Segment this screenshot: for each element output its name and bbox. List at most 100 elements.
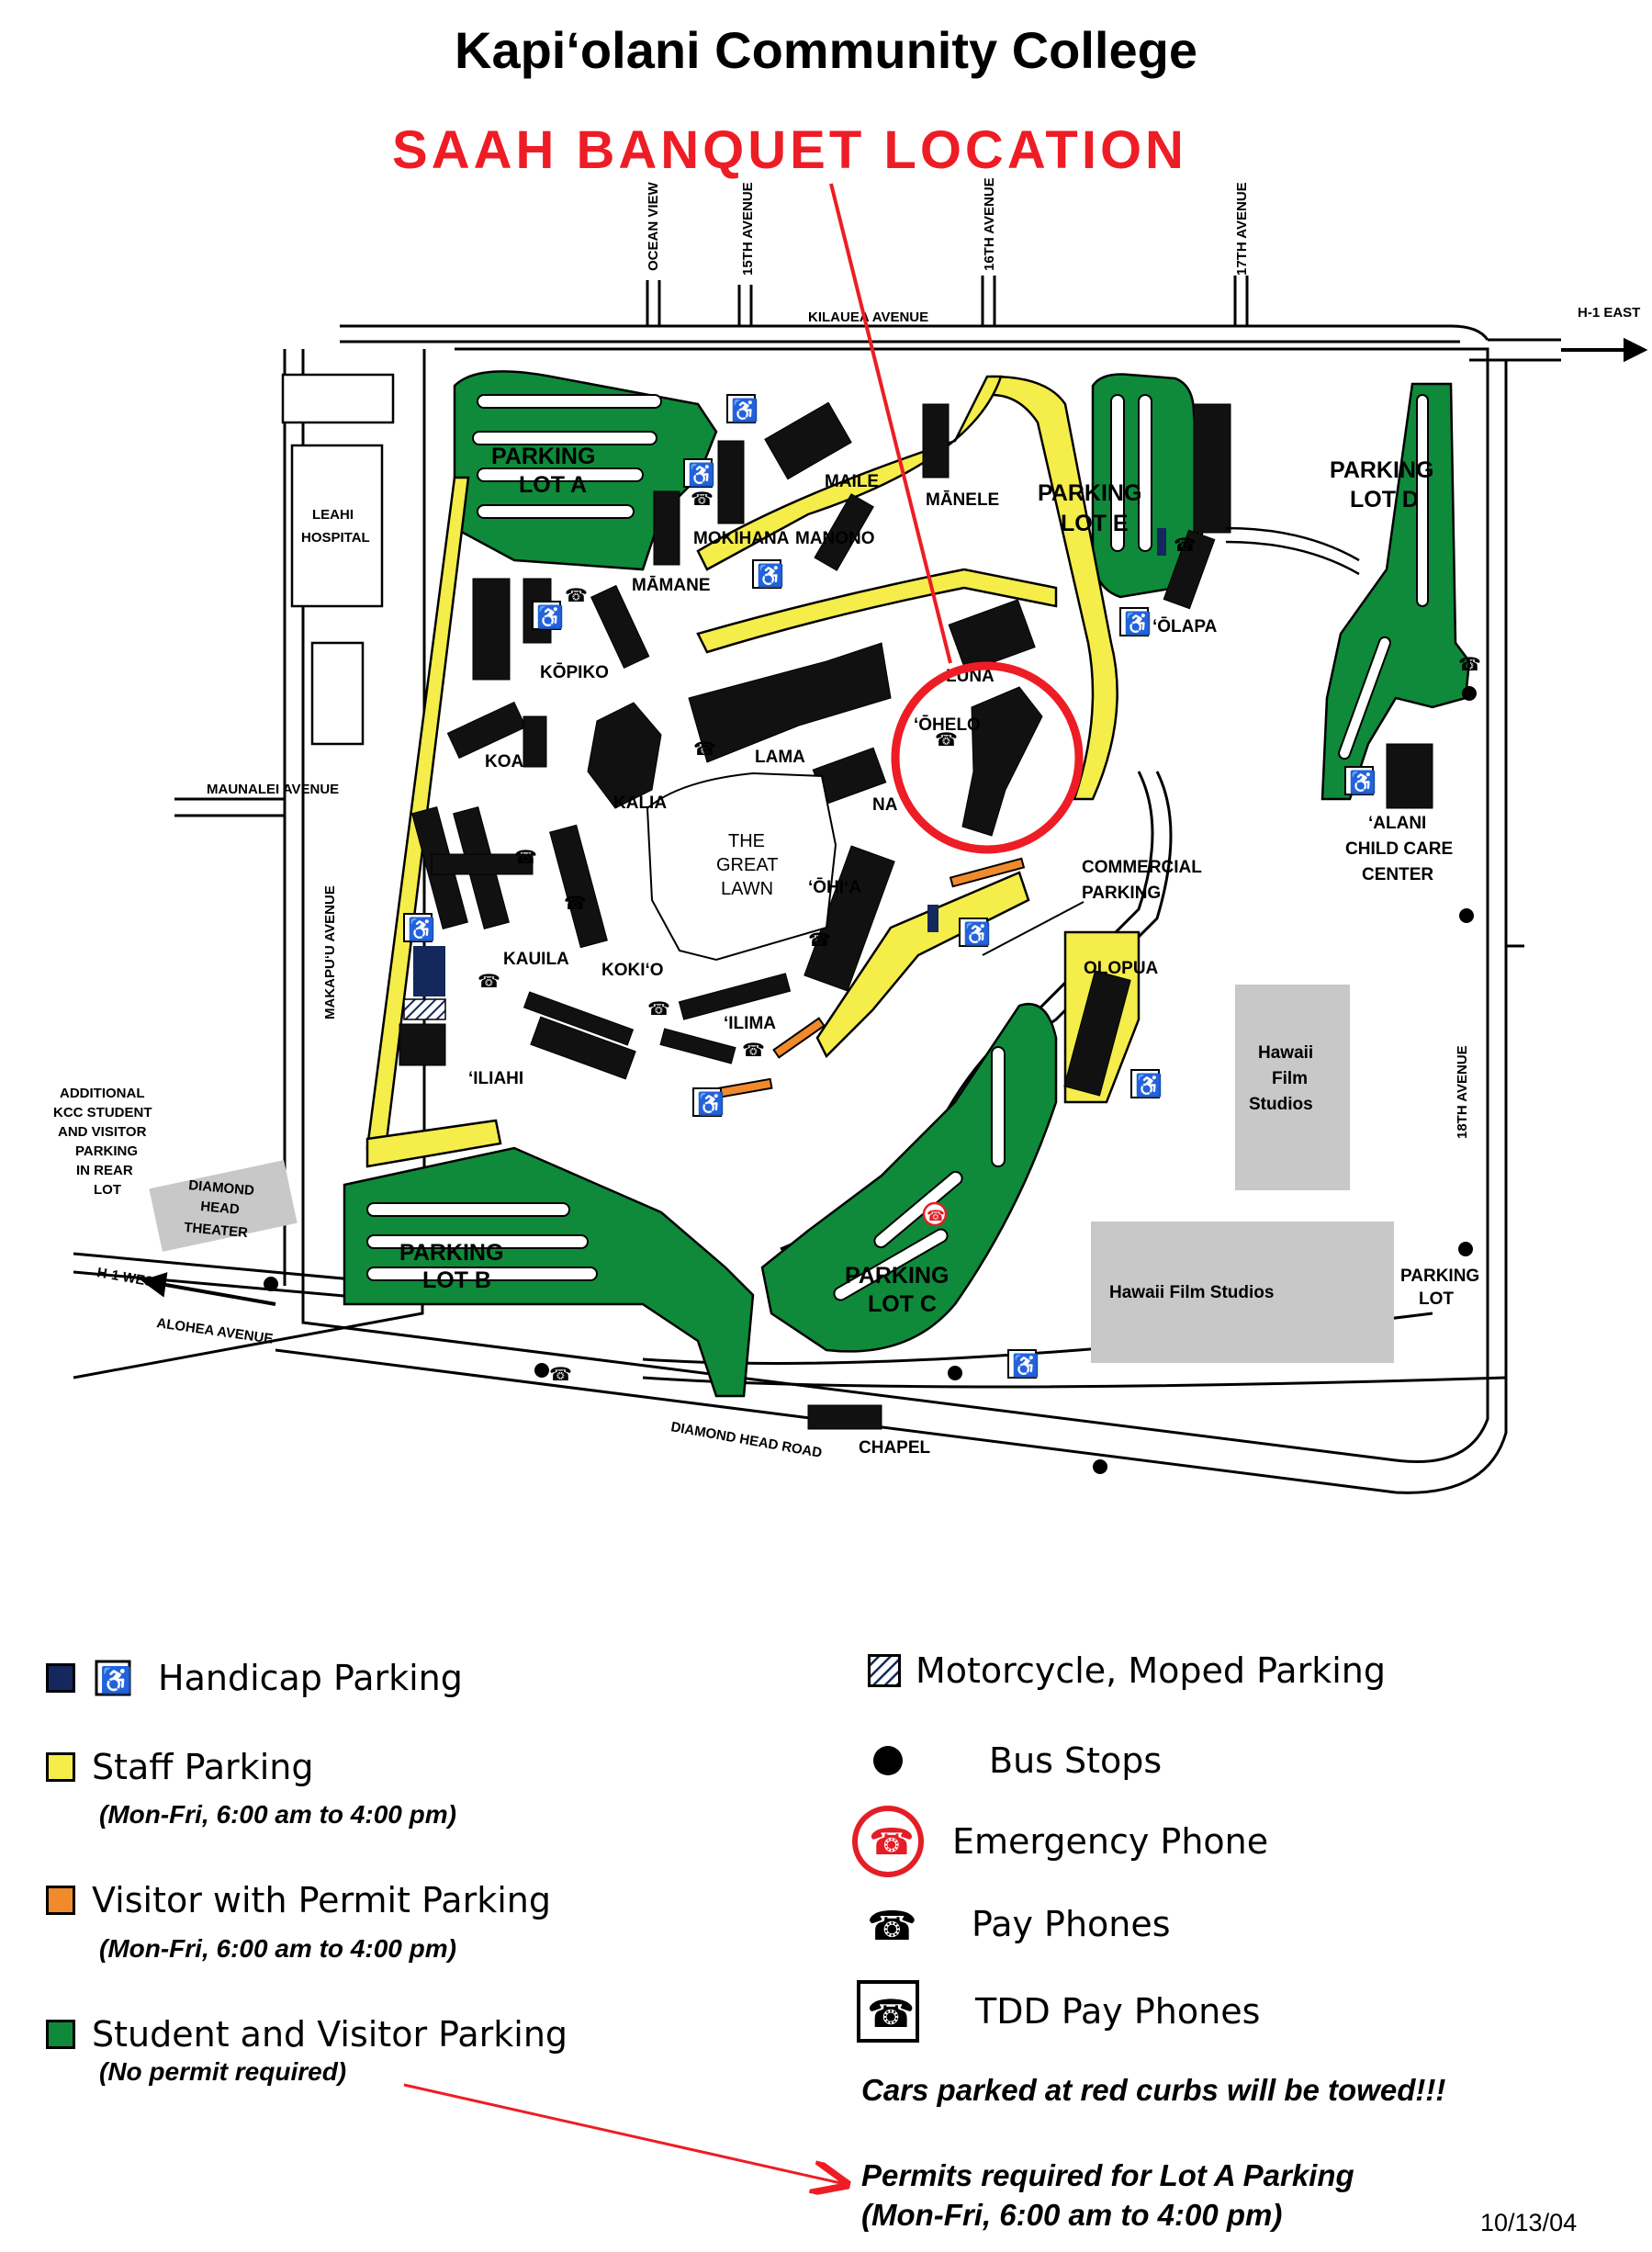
label-kilauea: KILAUEA AVENUE <box>808 310 928 325</box>
svg-text:♿: ♿ <box>408 917 435 942</box>
building-manono <box>814 493 874 571</box>
label-15th-avenue: 15TH AVENUE <box>740 182 756 276</box>
label-ocean-view: OCEAN VIEW <box>646 181 661 271</box>
label-maile: MAILE <box>825 472 879 491</box>
label-chapel: CHAPEL <box>859 1438 931 1458</box>
commercial-pointer <box>982 901 1084 956</box>
legend-pay-text: Pay Phones <box>972 1904 1171 1944</box>
legend-visitor: Visitor with Permit Parking <box>46 1880 551 1920</box>
svg-text:♿: ♿ <box>688 462 715 488</box>
label-17th-avenue: 17TH AVENUE <box>1234 182 1250 276</box>
wheelchair-icon: ♿ <box>1344 766 1377 795</box>
label-kauila: KAUILA <box>503 950 569 969</box>
building-lama <box>688 642 892 763</box>
landmark-labels: THE GREAT LAWN LEAHI HOSPITAL DIAMOND HE… <box>53 507 1313 1302</box>
lot-a-label-2: LOT A <box>519 472 587 498</box>
phone-icon: ☎ <box>647 999 670 1019</box>
label-dht-3: THEATER <box>184 1220 249 1241</box>
lot-e-label-2: LOT E <box>1061 511 1129 536</box>
lot-c-label-1: PARKING <box>845 1263 949 1289</box>
label-great-lawn-3: LAWN <box>721 879 773 899</box>
staff-road-curve <box>696 375 1003 571</box>
legend-emergency: ☎ Emergency Phone <box>849 1803 1268 1880</box>
map-title: Kapi‘olani Community College <box>455 21 1197 79</box>
label-manono: MANONO <box>795 529 875 548</box>
legend-handicap-text: Handicap Parking <box>158 1658 463 1698</box>
wheelchair-icon: ♿ <box>752 559 784 589</box>
permits-note-2: (Mon-Fri, 6:00 am to 4:00 pm) <box>861 2198 1283 2232</box>
emergency-phone-icon: ☎ <box>922 1201 948 1227</box>
student-swatch <box>46 2020 75 2049</box>
legend-student-note: (No permit required) <box>99 2057 347 2086</box>
legend-pay: ☎ Pay Phones <box>863 1901 1171 1947</box>
lot-b-label-1: PARKING <box>399 1240 503 1266</box>
wheelchair-icon: ♿ <box>683 458 715 488</box>
label-great-lawn-2: GREAT <box>716 855 778 875</box>
staff-strip-south <box>365 1119 502 1168</box>
building-mokihana <box>717 440 745 524</box>
wheelchair-icon: ♿ <box>95 1660 132 1696</box>
staff-road-mid <box>696 568 1058 654</box>
off-campus-blocks <box>281 373 395 746</box>
phone-icon: ☎ <box>564 894 587 914</box>
wheelchair-icon: ♿ <box>403 913 435 942</box>
building-olopua <box>1063 970 1131 1097</box>
label-mamane: MĀMANE <box>632 576 711 595</box>
red-curbs-note: Cars parked at red curbs will be towed!!… <box>861 2073 1446 2107</box>
legend-staff-hours: (Mon-Fri, 6:00 am to 4:00 pm) <box>99 1800 456 1829</box>
legend-student-text: Student and Visitor Parking <box>92 2014 568 2055</box>
legend-visitor-hours: (Mon-Fri, 6:00 am to 4:00 pm) <box>99 1934 456 1963</box>
label-16th-avenue: 16TH AVENUE <box>982 177 997 271</box>
wheelchair-icon: ♿ <box>1119 607 1152 636</box>
building-maile <box>764 401 852 480</box>
legend-bus: Bus Stops <box>868 1740 1162 1781</box>
building-chapel <box>807 1404 882 1430</box>
gray-blocks <box>149 985 1394 1363</box>
label-dht-1: DIAMOND <box>188 1177 255 1199</box>
label-makapuu: MAKAPU‘U AVENUE <box>322 885 338 1019</box>
label-film-small-2: Film <box>1272 1069 1308 1088</box>
staff-swatch <box>46 1752 75 1782</box>
handicap-areas <box>413 528 1166 997</box>
label-film-small-3: Studios <box>1249 1095 1313 1114</box>
label-olapa: ‘ŌLAPA <box>1152 617 1218 636</box>
building-olapa-1 <box>1193 403 1231 534</box>
building-koa-1 <box>446 701 527 760</box>
handicap-icons: ♿ ♿ ♿ ♿ ♿ ♿ ♿ ♿ ♿ ♿ ♿ <box>403 394 1377 1379</box>
phone-icon: ☎ <box>1174 535 1197 556</box>
legend-staff-text: Staff Parking <box>92 1747 314 1787</box>
label-naio: NA <box>872 795 898 815</box>
label-alani-3: CENTER <box>1362 865 1433 884</box>
pay-phone-icons: ☎ ☎ ☎ ☎ ☎ ☎ ☎ ☎ ☎ ☎ ☎ ☎ ☎ <box>478 490 1481 1385</box>
svg-text:♿: ♿ <box>1135 1073 1163 1098</box>
pay-phone-icon: ☎ <box>867 1904 917 1947</box>
svg-text:♿: ♿ <box>1124 611 1152 636</box>
label-mokihana: MOKIHANA <box>693 529 790 548</box>
building-mamane <box>653 490 680 566</box>
label-maunalei: MAUNALEI AVENUE <box>207 782 339 797</box>
bus-stops <box>264 686 1477 1474</box>
phone-icon: ☎ <box>935 730 958 750</box>
label-olopua: OLOPUA <box>1084 959 1159 978</box>
svg-text:☎: ☎ <box>927 1209 945 1224</box>
legend-motorcycle-text: Motorcycle, Moped Parking <box>916 1650 1386 1691</box>
building-ilima-1 <box>678 973 792 1020</box>
wheelchair-icon: ♿ <box>1007 1349 1040 1379</box>
svg-text:♿: ♿ <box>1349 770 1377 795</box>
label-additional-3: AND VISITOR <box>58 1124 147 1140</box>
label-alohea: ALOHEA AVENUE <box>155 1315 274 1347</box>
wheelchair-icon: ♿ <box>726 394 759 423</box>
wheelchair-icon: ♿ <box>692 1087 725 1117</box>
legend-motorcycle: Motorcycle, Moped Parking <box>868 1650 1386 1691</box>
label-kokio: KOKI‘O <box>601 961 664 980</box>
svg-text:♿: ♿ <box>1012 1353 1040 1379</box>
label-film-small-1: Hawaii <box>1258 1043 1313 1063</box>
legend-emergency-text: Emergency Phone <box>952 1821 1269 1862</box>
label-koa: KOA <box>485 752 524 771</box>
lot-d-label-1: PARKING <box>1330 457 1433 483</box>
legend-handicap: ♿ Handicap Parking <box>46 1658 463 1698</box>
label-alani-1: ‘ALANI <box>1368 814 1426 833</box>
banquet-location-circle <box>891 661 1084 854</box>
svg-text:♿: ♿ <box>536 604 564 630</box>
phone-icon: ☎ <box>549 1365 572 1385</box>
